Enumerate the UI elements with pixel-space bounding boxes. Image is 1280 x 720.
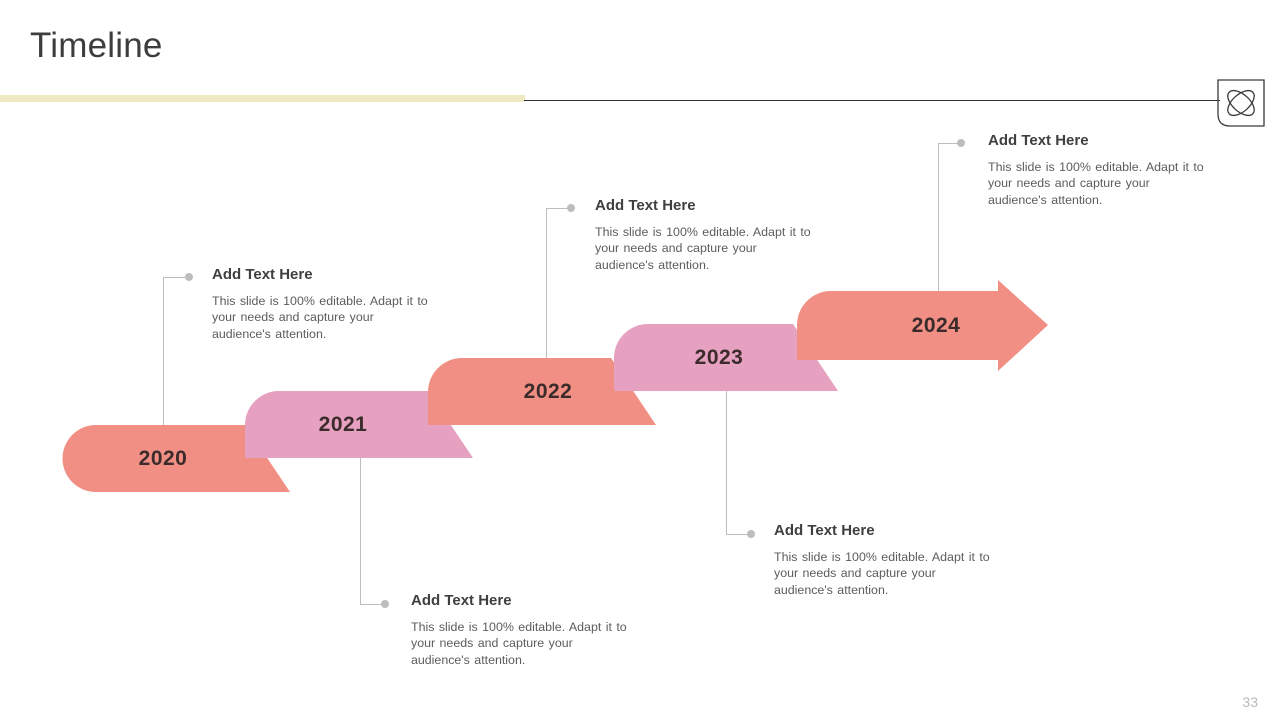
- milestone-label-2024: 2024: [911, 314, 961, 337]
- callout-2023: Add Text Here This slide is 100% editabl…: [774, 522, 999, 598]
- callout-body: This slide is 100% editable. Adapt it to…: [988, 160, 1204, 207]
- connector-line-vertical: [163, 277, 164, 437]
- milestone-arrow-2024[interactable]: [797, 280, 1059, 395]
- milestone-label-2023: 2023: [694, 346, 744, 369]
- connector-line-horizontal: [726, 534, 750, 535]
- callout-2024: Add Text Here This slide is 100% editabl…: [988, 132, 1213, 208]
- milestone-label-2022: 2022: [523, 380, 573, 403]
- connector-dot: [957, 139, 965, 147]
- page-number: 33: [1242, 694, 1258, 710]
- crossed-ellipses-icon: [1216, 78, 1266, 128]
- connector-line-vertical: [360, 430, 361, 604]
- callout-body: This slide is 100% editable. Adapt it to…: [411, 620, 627, 667]
- callout-title: Add Text Here: [212, 266, 313, 283]
- callout-title: Add Text Here: [595, 197, 696, 214]
- callout-body: This slide is 100% editable. Adapt it to…: [774, 550, 990, 597]
- callout-body: This slide is 100% editable. Adapt it to…: [212, 294, 428, 341]
- connector-dot: [381, 600, 389, 608]
- connector-line-vertical: [546, 208, 547, 368]
- connector-dot: [567, 204, 575, 212]
- page-title: Timeline: [30, 26, 163, 65]
- milestone-label-2020: 2020: [138, 447, 188, 470]
- connector-line-horizontal: [938, 143, 960, 144]
- connector-dot: [185, 273, 193, 281]
- callout-body: This slide is 100% editable. Adapt it to…: [595, 225, 811, 272]
- milestone-label-2021: 2021: [318, 413, 368, 436]
- accent-bar: [0, 95, 525, 102]
- connector-line-vertical: [938, 143, 939, 301]
- callout-title: Add Text Here: [774, 522, 875, 539]
- callout-2022: Add Text Here This slide is 100% editabl…: [595, 197, 820, 273]
- connector-line-horizontal: [163, 277, 185, 278]
- callout-2020: Add Text Here This slide is 100% editabl…: [212, 266, 437, 342]
- callout-title: Add Text Here: [988, 132, 1089, 149]
- callout-title: Add Text Here: [411, 592, 512, 609]
- callout-2021: Add Text Here This slide is 100% editabl…: [411, 592, 636, 668]
- connector-dot: [747, 530, 755, 538]
- header-divider-line: [524, 100, 1220, 101]
- connector-line-vertical: [726, 365, 727, 534]
- connector-line-horizontal: [360, 604, 384, 605]
- connector-line-horizontal: [546, 208, 568, 209]
